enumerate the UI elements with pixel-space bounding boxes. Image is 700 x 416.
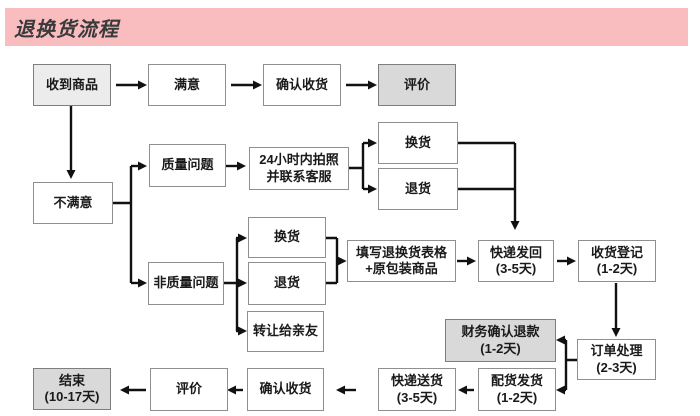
node-end: 结束 (10-17天) [33,368,111,410]
node-sublabel: (1-2天) [480,340,521,356]
node-satisfied: 满意 [148,64,226,106]
node-exchange-quality: 换货 [378,122,458,164]
page-header: 退换货流程 [5,8,688,46]
node-return-quality: 退货 [378,168,458,210]
node-review-bottom: 评价 [150,368,228,411]
node-order-processing: 订单处理 (2-3天) [577,339,656,380]
node-courier-send-back: 快递发回 (3-5天) [478,240,554,282]
node-label: 评价 [403,76,430,92]
node-label: 非质量问题 [153,275,219,291]
node-sublabel: 并联系客服 [266,168,332,184]
node-label: 结束 [58,372,85,388]
node-label: 24小时内拍照 [259,152,339,168]
node-photo-24h: 24小时内拍照 并联系客服 [249,147,349,190]
node-sublabel: (1-2天) [496,389,538,405]
node-label: 确认收货 [275,76,328,92]
node-sublabel: (2-3天) [596,359,637,375]
node-non-quality-issue: 非质量问题 [148,262,224,305]
node-review-top: 评价 [378,64,456,106]
node-label: 财务确认退款 [461,324,540,340]
node-label: 配货发货 [490,373,543,389]
node-finance-confirm-refund: 财务确认退款 (1-2天) [445,319,556,362]
node-label: 快递发回 [489,244,542,260]
node-sublabel: (1-2天) [596,261,638,276]
node-label: 订单处理 [590,343,643,359]
node-label: 收到商品 [45,76,98,92]
node-sublabel: (10-17天) [44,389,100,404]
node-sublabel: +原包装商品 [365,261,438,276]
node-label: 满意 [173,76,200,92]
node-transfer-to-friends: 转让给亲友 [247,311,324,352]
node-received-goods: 收到商品 [33,64,111,106]
node-label: 收货登记 [590,244,643,260]
node-dispatch-ship: 配货发货 (1-2天) [478,368,556,411]
node-return-nonquality: 退货 [248,262,326,305]
node-exchange-nonquality: 换货 [248,217,326,258]
page-title: 退换货流程 [14,18,119,41]
node-label: 换货 [273,229,300,245]
node-label: 退货 [404,180,431,196]
node-label: 确认收货 [259,381,312,397]
node-label: 退货 [273,275,300,291]
node-label: 评价 [175,381,202,397]
node-label: 质量问题 [161,157,214,173]
node-label: 快递送货 [390,373,443,389]
node-label: 填写退换货表格 [355,244,447,260]
node-fill-return-form: 填写退换货表格 +原包装商品 [347,240,456,282]
node-label: 换货 [404,134,431,150]
node-sublabel: (3-5天) [495,261,537,276]
node-receipt-register: 收货登记 (1-2天) [578,240,656,282]
node-confirm-receipt-bottom: 确认收货 [247,368,324,411]
node-label: 转让给亲友 [252,323,318,339]
node-unsatisfied: 不满意 [33,182,113,224]
node-quality-issue: 质量问题 [149,144,226,187]
node-courier-deliver: 快递送货 (3-5天) [378,368,456,411]
node-sublabel: (3-5天) [396,389,438,405]
node-confirm-receipt-top: 确认收货 [263,64,341,106]
node-label: 不满意 [53,194,93,210]
